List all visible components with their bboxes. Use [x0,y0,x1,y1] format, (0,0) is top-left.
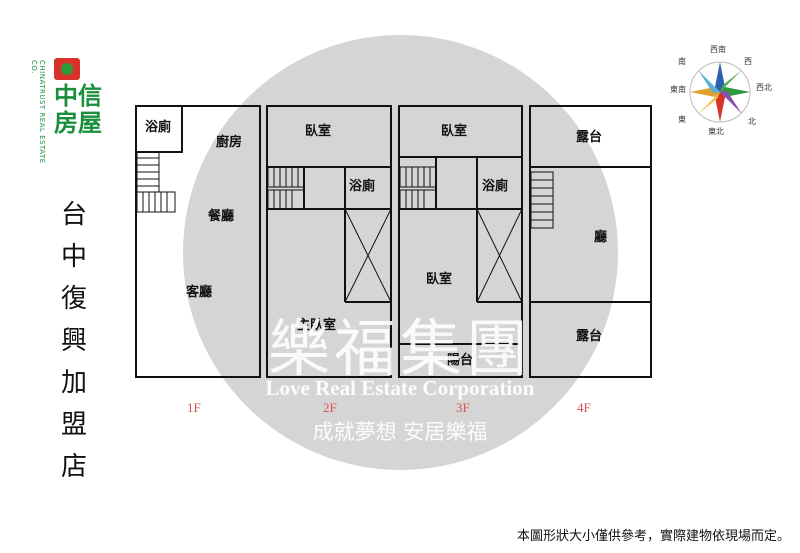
room-label: 廚房 [216,134,242,150]
room-label: 廳 [594,229,607,245]
room-label: 客廳 [186,284,212,300]
watermark-slogan: 成就夢想 安居樂福 [312,420,488,444]
compass-east: 東 [678,115,686,124]
compass-southeast: 東南 [670,85,686,94]
compass-north: 北 [748,117,756,126]
floor-label-1f: 1F [187,400,201,415]
compass-west: 西 [744,57,752,66]
floor-label-3f: 3F [456,400,470,415]
store-name: 台中復興加盟店 [60,200,87,482]
room-label: 陽台 [447,352,473,368]
watermark-disc [183,35,618,470]
compass-south: 南 [678,57,686,66]
floor-1-outline [135,105,261,378]
room-label: 露台 [576,328,602,344]
compass-northwest: 西北 [756,83,772,92]
room-label: 臥室 [305,123,331,139]
room-label: 餐廳 [207,208,234,224]
floor-2-outline [266,105,392,378]
compass-southwest: 西南 [710,45,726,54]
room-label: 臥室 [441,123,467,139]
compass-northeast: 東北 [708,127,724,136]
compass-icon: 南 西南 西 西北 北 東北 東 東南 [668,44,778,139]
watermark-english: Love Real Estate Corporation [265,376,535,400]
room-label: 臥室 [426,271,452,287]
room-label: 浴廁 [145,119,171,135]
room-label: 露台 [576,129,602,145]
logo-icon [54,58,80,80]
floor-3-outline [398,105,523,378]
logo-name: 中信房屋 [54,81,102,137]
room-label: 浴廁 [349,178,375,194]
watermark-brand: 樂福集團 [267,312,532,385]
floor-label-4f: 4F [577,400,591,415]
floor-4-outline [529,105,652,378]
room-label: 浴廁 [482,178,508,194]
logo-side-text: CHINATRUST REAL ESTATE CO. [30,60,46,164]
disclaimer: 本圖形狀大小僅供參考，實際建物依現場而定。 [516,529,790,544]
room-label: 主臥室 [297,317,336,333]
floor-label-2f: 2F [323,400,337,415]
